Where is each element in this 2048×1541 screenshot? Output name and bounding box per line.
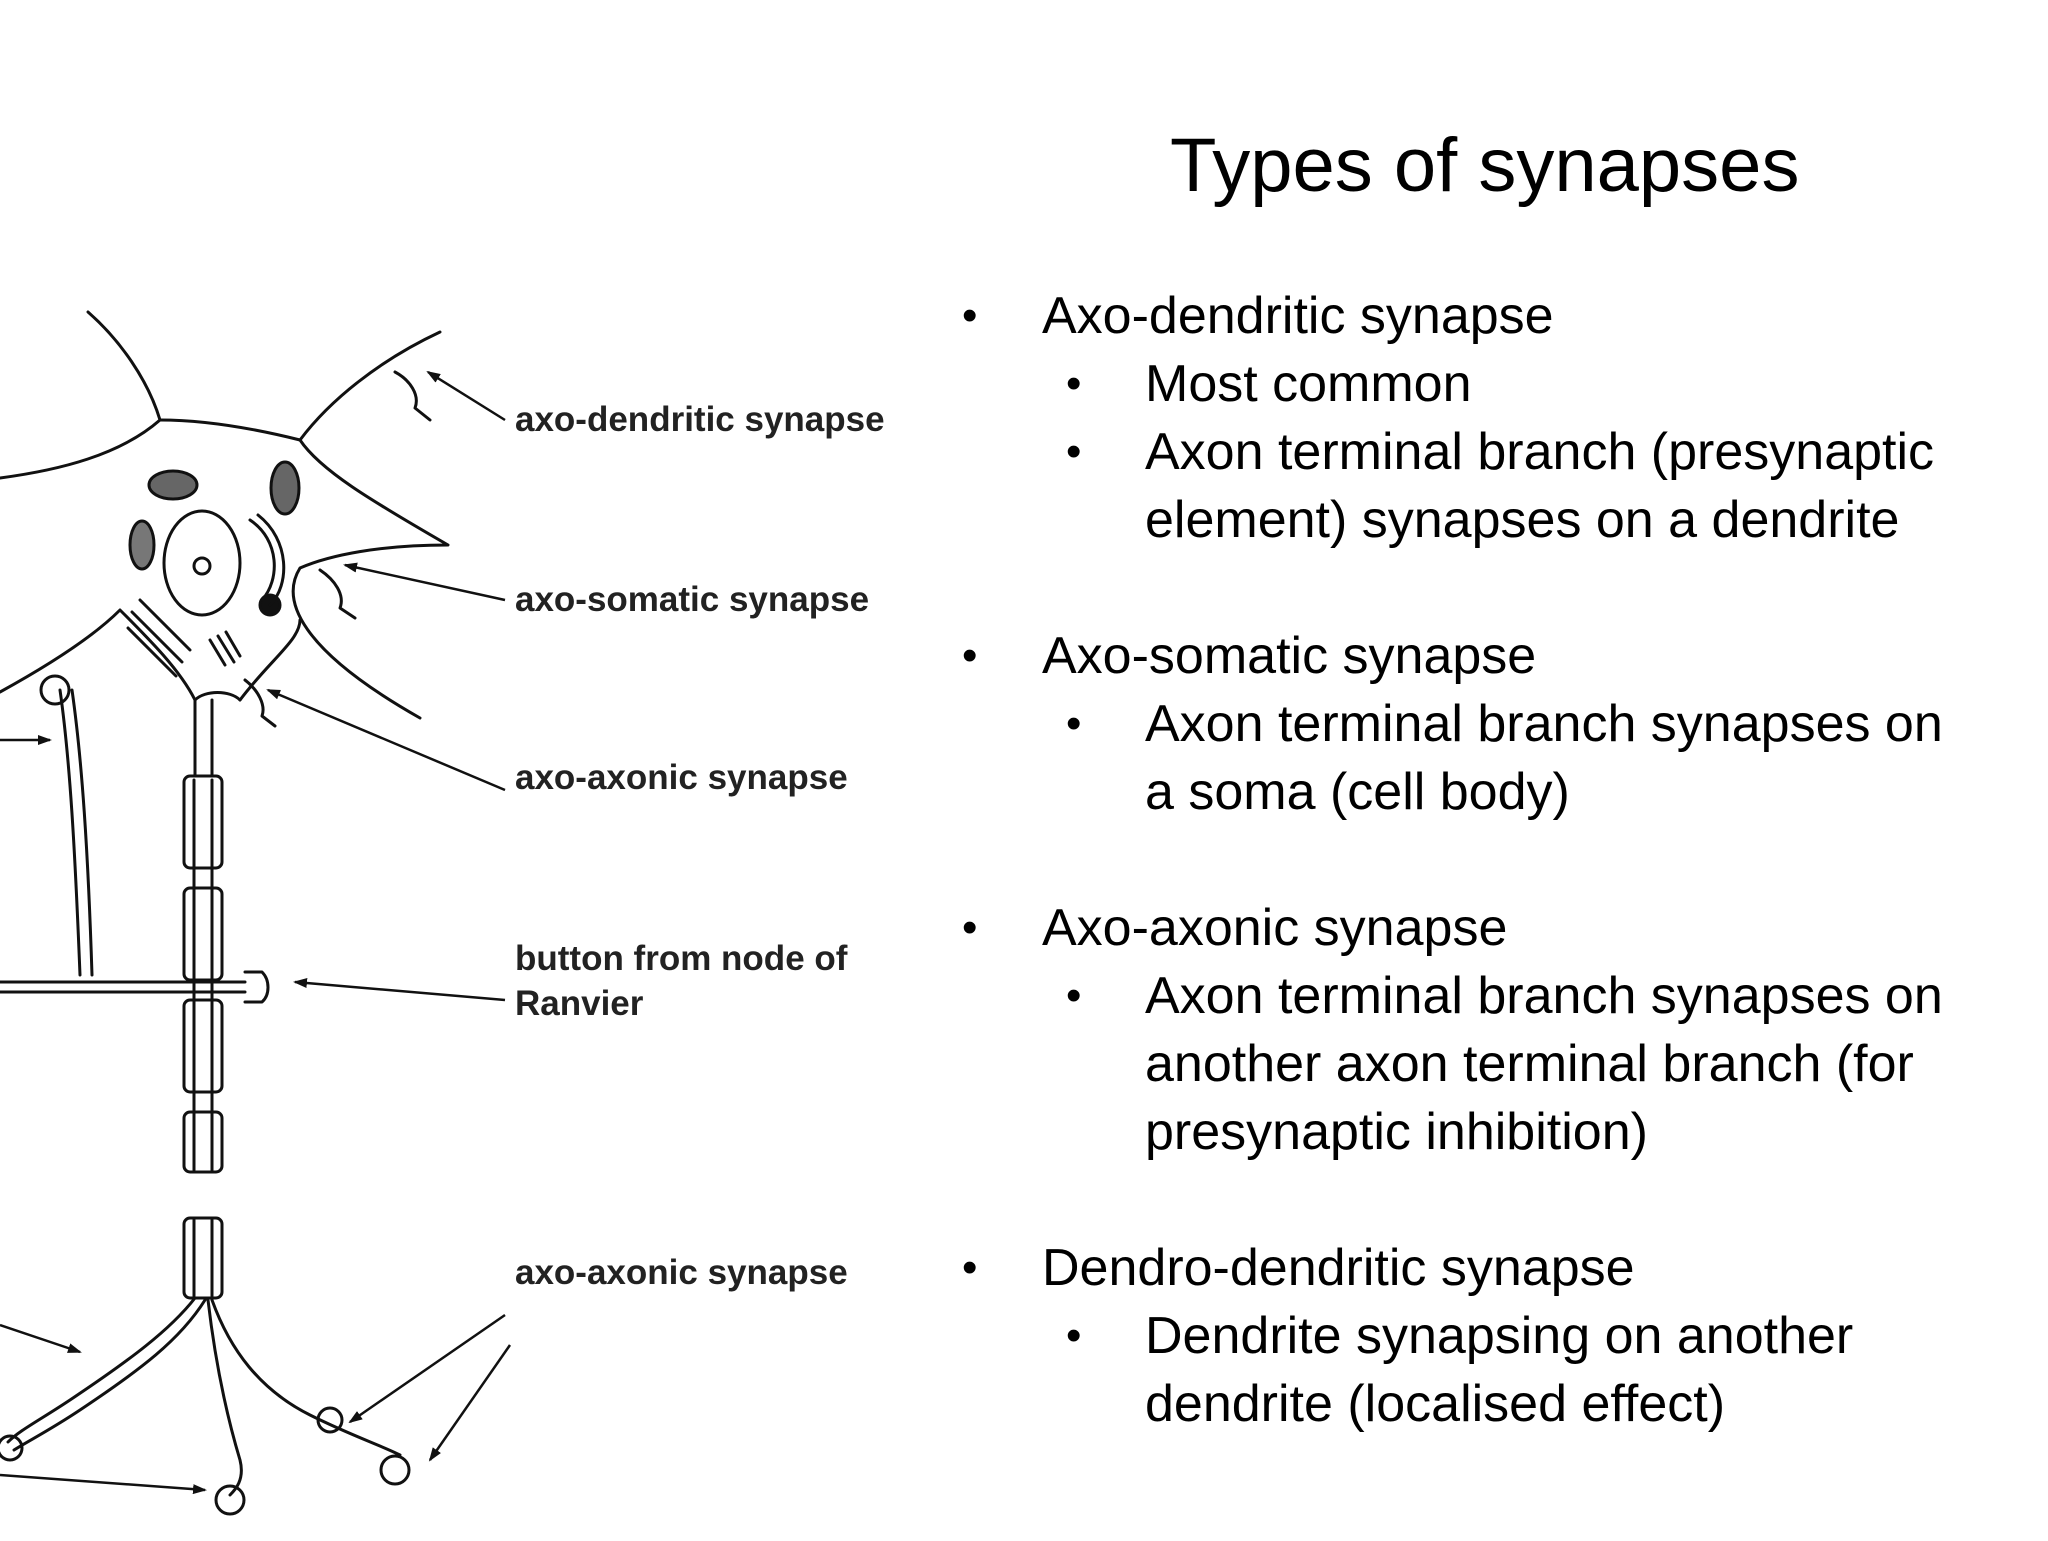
bullet-dot: • <box>1066 699 1082 748</box>
mitochondrion-1 <box>147 469 199 501</box>
label-node-button-line2: Ranvier <box>515 984 644 1023</box>
myelin-5 <box>182 1216 224 1300</box>
bullet-group-dendro-dendritic: • Dendro-dendritic synapse • Dendrite sy… <box>960 1234 2048 1438</box>
terminal-bouton-3 <box>316 1406 344 1434</box>
terminal-bouton-2 <box>379 1454 411 1486</box>
soma-lower <box>193 691 242 702</box>
bullet-dot: • <box>1066 359 1082 408</box>
bullet-dot: • <box>962 903 978 952</box>
bullet-dot: • <box>1066 971 1082 1020</box>
bullet-group-axo-somatic: • Axo-somatic synapse • Axon terminal br… <box>960 622 2048 826</box>
arrow-axo-somatic <box>343 562 506 602</box>
sub-bullet-item: • Axon terminal branch synapses on a som… <box>960 690 2048 826</box>
synapse-knob-axonic <box>243 678 277 728</box>
bullet-text: Axo-somatic synapse <box>1042 627 1537 685</box>
nucleolus <box>192 556 212 576</box>
neuron-diagram: axo-dendritic synapse axo-somatic synaps… <box>0 0 960 1536</box>
terminal-bouton-4 <box>0 1434 24 1462</box>
er-stacks <box>126 598 192 678</box>
label-axo-axonic-top: axo-axonic synapse <box>515 758 848 797</box>
arrow-axo-axonic-top <box>266 688 506 792</box>
terminal-bouton-1 <box>214 1484 246 1516</box>
sub-bullet-text: Most common <box>1145 355 1472 413</box>
arrow-axo-axonic-bottom-1 <box>348 1313 506 1424</box>
bullet-item: • Axo-axonic synapse <box>960 894 2048 962</box>
neuron-illustration <box>0 310 512 1516</box>
bullet-text: Dendro-dendritic synapse <box>1042 1239 1635 1297</box>
myelin-2 <box>182 886 224 982</box>
myelin-stripes <box>192 778 214 1298</box>
terminal-branch-right <box>210 1298 402 1457</box>
label-node-button-line1: button from node of <box>515 939 848 978</box>
arrow-axo-dendritic <box>426 370 506 422</box>
left-collateral-bouton <box>39 674 71 706</box>
bullet-dot: • <box>962 631 978 680</box>
arrow-axo-axonic-bottom-2 <box>428 1344 512 1462</box>
filaments <box>208 630 242 667</box>
bullet-list: • Axo-dendritic synapse • Most common • … <box>960 282 2048 1438</box>
sub-bullet-text: Axon terminal branch synapses on a soma … <box>1145 695 1943 821</box>
arrow-node-button <box>293 978 506 1002</box>
arrow-left-terminal-2 <box>0 1473 207 1495</box>
dendrite-right <box>291 438 450 720</box>
dendrite-top <box>158 330 442 442</box>
bullet-text: Axo-dendritic synapse <box>1042 287 1554 345</box>
bullet-dot: • <box>1066 427 1082 476</box>
bullet-text: Axo-axonic synapse <box>1042 899 1508 957</box>
label-axo-axonic-bottom: axo-axonic synapse <box>515 1253 848 1292</box>
sub-bullet-text: Axon terminal branch (presynaptic elemen… <box>1145 423 1935 549</box>
sub-bullet-item: • Dendrite synapsing on another dendrite… <box>960 1302 2048 1438</box>
myelin-3 <box>182 998 224 1094</box>
bullet-dot: • <box>962 291 978 340</box>
bullet-group-axo-axonic: • Axo-axonic synapse • Axon terminal bra… <box>960 894 2048 1166</box>
mitochondrion-2 <box>269 460 301 516</box>
sub-bullet-item: • Axon terminal branch (presynaptic elem… <box>960 418 2048 554</box>
soma-outline <box>0 310 162 480</box>
arrow-left-terminal-1 <box>0 1323 82 1354</box>
dendrite-lower-right <box>238 618 302 702</box>
synapse-knob-somatic <box>318 568 357 620</box>
slide-title: Types of synapses <box>1170 123 1800 208</box>
sub-bullet-item: • Most common <box>960 350 2048 418</box>
dendrite-left <box>0 608 197 702</box>
nucleus <box>162 509 242 617</box>
sub-bullet-text: Axon terminal branch synapses on another… <box>1145 967 1943 1161</box>
bullet-dot: • <box>962 1243 978 1292</box>
sub-bullet-item: • Axon terminal branch synapses on anoth… <box>960 962 2048 1166</box>
mitochondrion-3 <box>128 519 156 571</box>
bullet-item: • Axo-dendritic synapse <box>960 282 2048 350</box>
myelin-4 <box>182 1110 224 1174</box>
terminal-branch-left-inner <box>12 1298 207 1452</box>
sub-bullet-text: Dendrite synapsing on another dendrite (… <box>1145 1307 1854 1433</box>
bullet-item: • Axo-somatic synapse <box>960 622 2048 690</box>
bullet-dot: • <box>1066 1311 1082 1360</box>
golgi <box>248 513 286 607</box>
label-axo-somatic: axo-somatic synapse <box>515 580 870 619</box>
node-button <box>243 970 270 1004</box>
synapse-knob-dendritic <box>393 370 432 422</box>
terminal-branch-left <box>6 1296 197 1444</box>
bullet-group-axo-dendritic: • Axo-dendritic synapse • Most common • … <box>960 282 2048 554</box>
bullet-item: • Dendro-dendritic synapse <box>960 1234 2048 1302</box>
left-collateral <box>58 688 94 977</box>
label-axo-dendritic: axo-dendritic synapse <box>515 400 885 439</box>
myelin-1 <box>182 774 224 870</box>
